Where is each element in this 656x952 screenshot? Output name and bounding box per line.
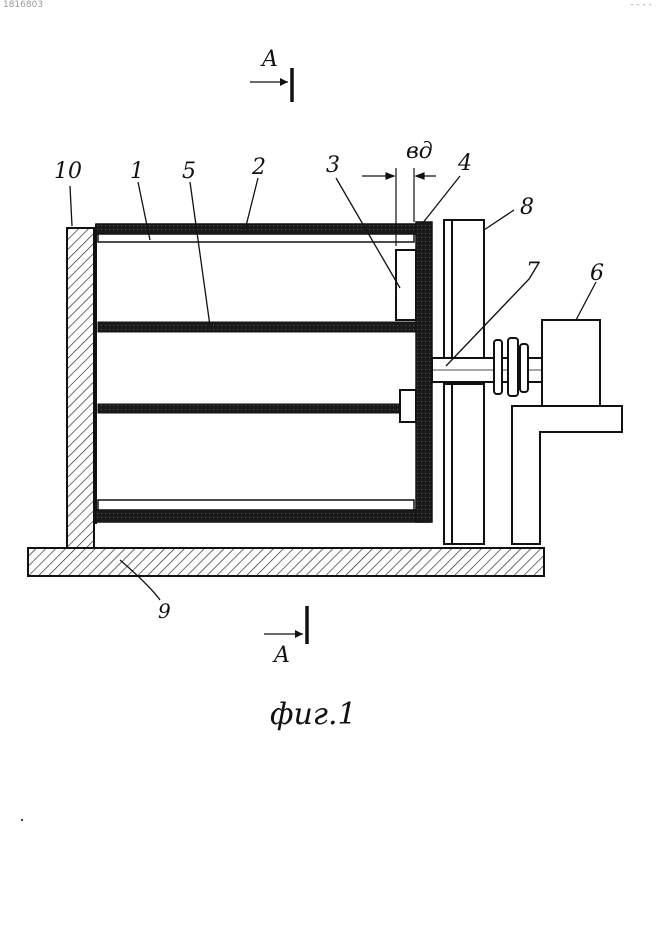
shelf-upper <box>98 322 416 332</box>
section-label-top: A <box>260 47 278 72</box>
motor <box>542 320 600 406</box>
section-label-bottom: A <box>272 643 290 668</box>
label-2: 2 <box>251 155 266 180</box>
label-10: 10 <box>54 159 82 184</box>
label-3: 3 <box>326 153 340 178</box>
section-mark-bottom <box>264 606 307 644</box>
motor-bracket <box>512 406 622 544</box>
shelf-middle <box>98 404 402 413</box>
label-4: 4 <box>457 151 472 176</box>
label-6: 6 <box>590 261 604 286</box>
section-mark-top <box>250 68 292 102</box>
label-1: 1 <box>130 159 144 184</box>
stray-mark <box>21 819 23 821</box>
label-7: 7 <box>526 259 540 284</box>
label-9: 9 <box>158 599 171 623</box>
dimension-label: вд <box>406 139 433 164</box>
figure-caption: фиг.1 <box>270 697 357 732</box>
block-lower <box>400 390 416 422</box>
coupling <box>494 338 528 396</box>
base-plate <box>28 548 544 576</box>
vertical-wall <box>67 228 94 548</box>
drum <box>96 222 432 524</box>
label-8: 8 <box>520 195 534 220</box>
label-5: 5 <box>182 159 196 184</box>
